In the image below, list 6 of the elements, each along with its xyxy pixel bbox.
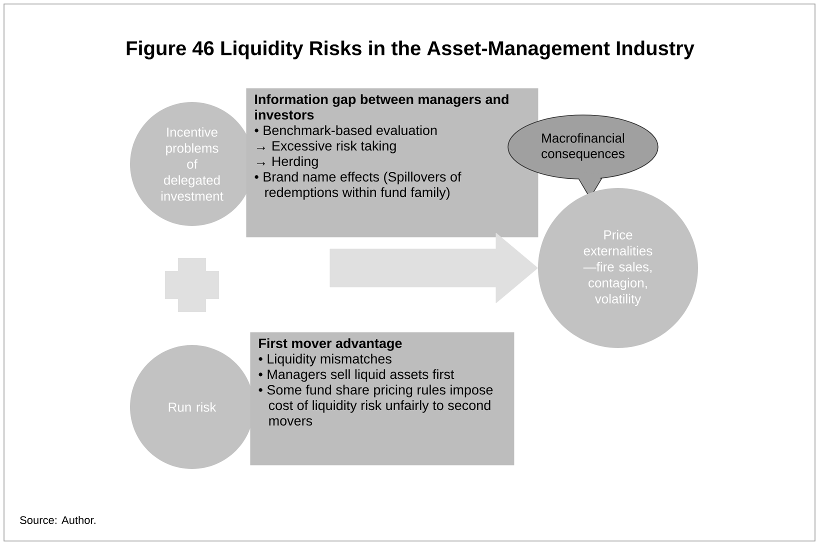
text-box: Information gap between managers and investors • Benchmark-based evaluation → Excessive risk taking → Herding • Brand name effects (Spillovers of redemptions within fund family): [246, 88, 538, 238]
speech-bubble: Macrofinancial consequences: [508, 114, 658, 199]
title: Figure 46 Liquidity Risks in the Asset-Management Industry: [126, 40, 694, 60]
block-arrow: [330, 232, 538, 304]
source-note: Source: Author.: [20, 516, 96, 524]
text-box: First mover advantage • Liquidity mismatches • Managers sell liquid assets first • Some fund share pricing rules impose cost of liquidity risk unfairly to second movers: [250, 332, 514, 466]
